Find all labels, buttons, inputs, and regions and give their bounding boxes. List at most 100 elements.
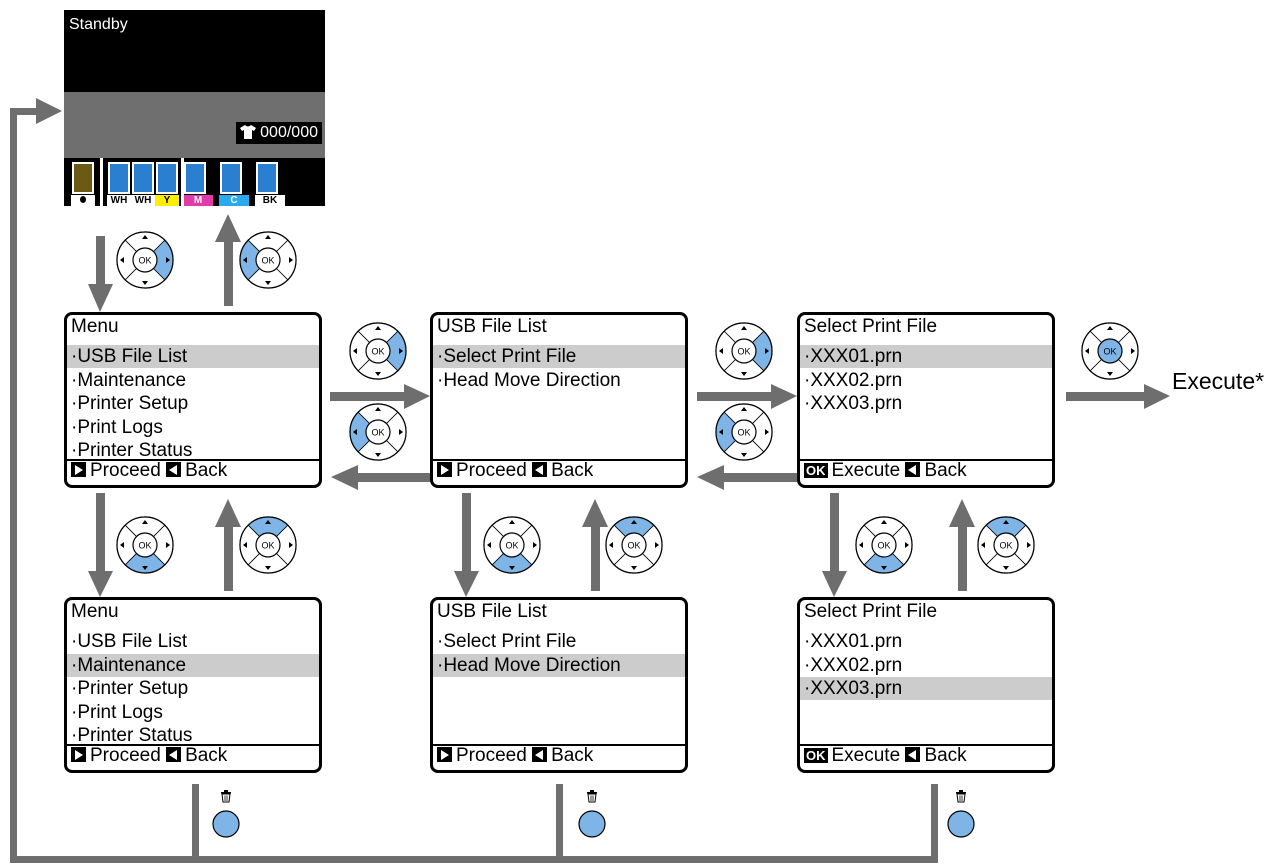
arrow-menu-up-head — [215, 499, 241, 527]
direction-pad-icon: OK — [604, 515, 664, 580]
direction-pad-icon: OK — [238, 515, 298, 580]
svg-text:OK: OK — [1103, 347, 1116, 357]
menu-item[interactable]: ·Maintenance — [67, 653, 319, 677]
arrow-menu-to-standby-head — [215, 214, 241, 242]
tank-group-divider — [100, 158, 103, 206]
ink-tank — [132, 162, 154, 194]
svg-text:OK: OK — [138, 256, 151, 266]
ink-tank — [184, 162, 206, 194]
menu-screen: USB File List·Select Print File·Head Mov… — [430, 597, 688, 773]
arrow-standby-to-menu-head — [88, 284, 113, 312]
trash-button[interactable] — [945, 789, 977, 841]
trash-icon — [956, 790, 966, 803]
arrow-menu-down-head — [88, 571, 113, 597]
right-key-icon — [437, 747, 452, 762]
menu-item[interactable]: ·USB File List — [71, 631, 188, 652]
menu-item[interactable]: ·Print Logs — [71, 701, 163, 723]
menu-item[interactable]: ·XXX01.prn — [804, 631, 903, 652]
menu-screen: Select Print File ·XXX01.prn·XXX02.prn·XX… — [797, 597, 1055, 773]
direction-pad-icon: OK — [348, 402, 408, 467]
menu-item[interactable]: ·USB File List — [67, 345, 319, 368]
standby-title: Standby — [69, 16, 128, 33]
menu-item[interactable]: ·XXX02.prn — [804, 369, 903, 391]
arrow-menu-up — [224, 525, 233, 591]
ink-tank — [220, 162, 242, 194]
tank-group-divider — [181, 158, 184, 206]
menu-screen: USB File List ·Select Print File·Head Mov… — [430, 312, 688, 488]
screen-footer: Proceed Back — [71, 745, 227, 767]
arrow-usb-to-menu — [356, 473, 430, 482]
ink-tank-label: WH — [107, 195, 131, 206]
menu-item[interactable]: ·Select Print File — [437, 631, 577, 652]
svg-text:OK: OK — [999, 541, 1012, 551]
arrow-standby-to-menu — [96, 236, 105, 286]
footer-back-label: Back — [551, 460, 594, 481]
svg-text:OK: OK — [737, 347, 750, 357]
svg-text:OK: OK — [371, 347, 384, 357]
ink-tank-label: Y — [155, 195, 179, 206]
menu-screen: Menu·USB File List·Maintenance·Printer S… — [64, 312, 322, 488]
menu-screen: Menu·USB File List·Maintenance·Printer S… — [64, 597, 322, 773]
return-line-col1 — [192, 784, 199, 862]
arrow-select-down — [830, 493, 839, 573]
execute-label: Execute* — [1172, 368, 1265, 394]
footer-divider — [433, 744, 685, 746]
svg-text:OK: OK — [261, 541, 274, 551]
footer-action-label: Proceed — [456, 745, 527, 766]
return-line-top — [10, 108, 38, 115]
screen-title: Select Print File — [804, 601, 938, 622]
footer-back-label: Back — [185, 745, 228, 766]
svg-text:OK: OK — [737, 428, 750, 438]
menu-item[interactable]: ·XXX03.prn — [804, 393, 903, 414]
menu-item[interactable]: ·XXX01.prn — [800, 345, 1052, 368]
return-line-col3 — [931, 784, 938, 862]
arrow-usb-up-head — [582, 499, 608, 527]
left-key-icon — [905, 462, 921, 477]
arrow-menu-to-usb — [330, 392, 406, 401]
screen-title: Menu — [71, 316, 119, 337]
menu-item[interactable]: ·Printer Status — [71, 725, 193, 746]
return-line-col2 — [556, 784, 563, 862]
svg-text:OK: OK — [877, 541, 890, 551]
menu-item[interactable]: ·Maintenance — [71, 369, 187, 391]
ink-tank-label: C — [219, 195, 249, 206]
ink-tank — [72, 162, 94, 194]
right-key-icon — [71, 462, 86, 477]
menu-item[interactable]: ·Head Move Direction — [433, 653, 685, 677]
footer-divider — [433, 459, 685, 461]
arrow-menu-to-usb-head — [404, 384, 430, 409]
menu-item[interactable]: ·XXX02.prn — [804, 654, 903, 676]
screen-title: USB File List — [437, 316, 547, 337]
ink-tank — [156, 162, 178, 194]
left-key-icon — [532, 462, 548, 477]
ink-tank — [256, 162, 278, 194]
return-arrow-head — [36, 98, 62, 124]
menu-item[interactable]: ·XXX03.prn — [800, 677, 1052, 700]
direction-pad-icon: OK — [976, 515, 1036, 580]
footer-action-label: Proceed — [456, 460, 527, 481]
menu-item[interactable]: ·Printer Setup — [71, 678, 189, 699]
menu-item[interactable]: ·Printer Status — [71, 440, 193, 461]
menu-item[interactable]: ·Print Logs — [71, 416, 163, 438]
trash-button[interactable] — [576, 789, 608, 841]
menu-item[interactable]: ·Select Print File — [433, 345, 685, 368]
return-line-bottom — [10, 856, 938, 863]
footer-back-label: Back — [185, 460, 228, 481]
menu-screen: Select Print File ·XXX01.prn·XXX02.prn·XX… — [797, 312, 1055, 488]
tshirt-icon — [240, 124, 257, 146]
right-key-icon — [71, 747, 86, 762]
left-key-icon — [905, 747, 921, 762]
screen-title: Select Print File — [804, 316, 938, 337]
screen-footer: Proceed Back — [437, 460, 593, 482]
direction-pad-icon: OK — [348, 321, 408, 386]
left-key-icon — [532, 747, 548, 762]
menu-item[interactable]: ·Head Move Direction — [437, 369, 621, 391]
ok-key-icon: OK — [804, 463, 828, 478]
trash-button[interactable] — [210, 789, 242, 841]
menu-item[interactable]: ·Printer Setup — [71, 393, 189, 414]
direction-pad-icon: OK — [482, 515, 542, 580]
screen-title: Menu — [71, 601, 119, 622]
